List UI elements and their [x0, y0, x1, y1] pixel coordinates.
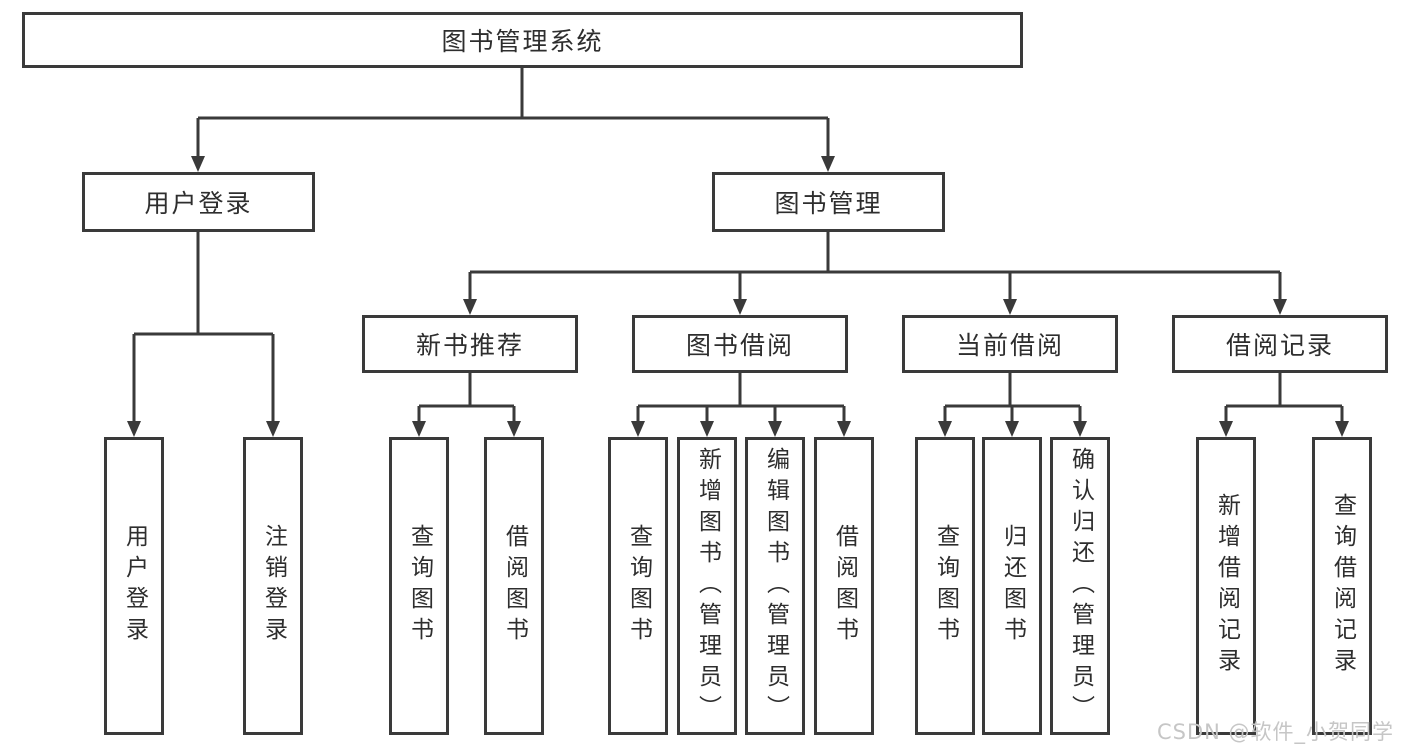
connector-current-borrow-to-leaves — [938, 373, 1087, 437]
csdn-watermark: CSDN @软件_小贺同学 — [1157, 720, 1395, 744]
node-user-login: 用户登录 — [82, 172, 315, 232]
node-borrow-record: 借阅记录 — [1172, 315, 1388, 373]
connector-new-book-to-leaves — [412, 373, 521, 437]
leaf-add-borrow-record-label: 新增借阅记录 — [1213, 493, 1240, 679]
leaf-logout: 注销登录 — [243, 437, 303, 735]
leaf-add-borrow-record: 新增借阅记录 — [1196, 437, 1256, 735]
node-new-book-recommend: 新书推荐 — [362, 315, 578, 373]
leaf-borrow-book-label: 借阅图书 — [831, 524, 858, 648]
leaf-confirm-return-admin-label: 确认归还（管理员） — [1067, 446, 1094, 726]
node-current-borrow-label: 当前借阅 — [955, 331, 1064, 360]
connector-borrow-record-to-leaves — [1219, 373, 1349, 437]
node-root-system-label: 图书管理系统 — [441, 27, 604, 56]
leaf-return-book: 归还图书 — [982, 437, 1042, 735]
leaf-query-book-borrow-label: 查询图书 — [625, 524, 652, 648]
leaf-user-login-label: 用户登录 — [121, 524, 148, 648]
node-book-borrow: 图书借阅 — [632, 315, 848, 373]
leaf-borrow-book: 借阅图书 — [814, 437, 874, 735]
node-book-borrow-label: 图书借阅 — [685, 331, 794, 360]
leaf-logout-label: 注销登录 — [260, 524, 287, 648]
leaf-edit-book-admin-label: 编辑图书（管理员） — [762, 446, 789, 726]
leaf-edit-book-admin: 编辑图书（管理员） — [745, 437, 805, 735]
leaf-query-borrow-record-label: 查询借阅记录 — [1329, 493, 1356, 679]
connector-book-mgmt-to-level3 — [463, 232, 1287, 315]
connector-user-login-to-leaves — [127, 232, 280, 437]
node-root-system: 图书管理系统 — [22, 12, 1023, 68]
leaf-return-book-label: 归还图书 — [999, 524, 1026, 648]
connector-root-to-level2 — [191, 68, 835, 172]
node-book-management: 图书管理 — [712, 172, 945, 232]
node-new-book-recommend-label: 新书推荐 — [415, 331, 524, 360]
leaf-query-book-recommend-label: 查询图书 — [406, 524, 433, 648]
node-current-borrow: 当前借阅 — [902, 315, 1118, 373]
leaf-confirm-return-admin: 确认归还（管理员） — [1050, 437, 1110, 735]
leaf-add-book-admin: 新增图书（管理员） — [677, 437, 737, 735]
leaf-borrow-book-recommend: 借阅图书 — [484, 437, 544, 735]
node-borrow-record-label: 借阅记录 — [1225, 331, 1334, 360]
leaf-borrow-book-recommend-label: 借阅图书 — [501, 524, 528, 648]
leaf-query-book-recommend: 查询图书 — [389, 437, 449, 735]
leaf-query-book-current-label: 查询图书 — [932, 524, 959, 648]
connector-book-borrow-to-leaves — [631, 373, 851, 437]
leaf-query-book-borrow: 查询图书 — [608, 437, 668, 735]
node-user-login-label: 用户登录 — [144, 189, 253, 218]
node-book-management-label: 图书管理 — [774, 189, 883, 218]
leaf-add-book-admin-label: 新增图书（管理员） — [694, 446, 721, 726]
leaf-query-borrow-record: 查询借阅记录 — [1312, 437, 1372, 735]
leaf-user-login: 用户登录 — [104, 437, 164, 735]
leaf-query-book-current: 查询图书 — [915, 437, 975, 735]
